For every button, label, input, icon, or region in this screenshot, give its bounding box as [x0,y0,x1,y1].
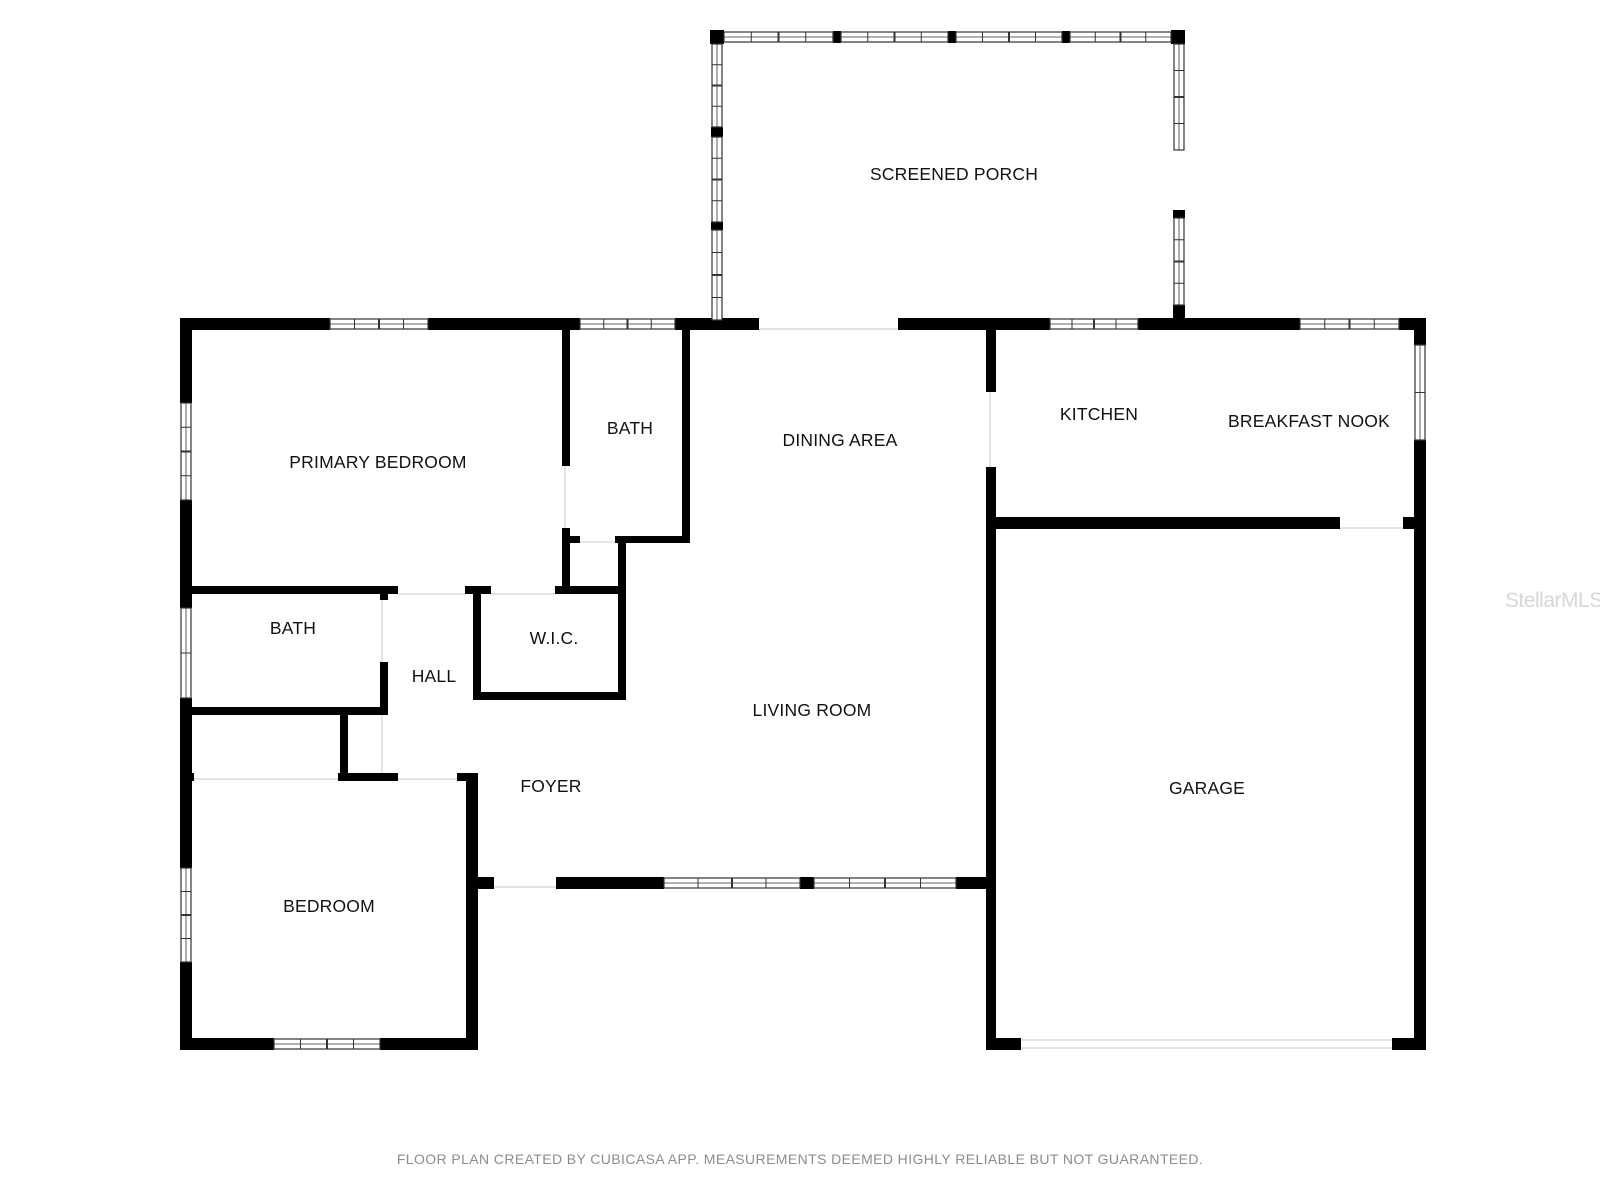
walls [180,30,1426,1050]
wall [1403,517,1415,529]
wall [956,877,992,889]
wall [1138,318,1300,330]
porch-post [711,127,723,137]
wall [986,1038,1021,1050]
openings [194,328,1403,1049]
wall [192,586,398,594]
wall [380,662,388,715]
windows [180,31,1426,1050]
wall [562,528,570,590]
wall [380,1038,478,1050]
wall [180,962,192,1050]
room-label-foyer: FOYER [520,776,581,796]
wall [340,715,348,775]
wall [986,318,996,392]
wall [380,592,388,600]
room-label-hall-bath: BATH [270,618,316,638]
wall [562,536,580,543]
wall [800,877,814,889]
wall [556,877,664,889]
wall [180,500,192,608]
porch-post [1062,31,1070,43]
wall [618,536,626,700]
wall [675,318,759,330]
room-label-breakfast-nook: BREAKFAST NOOK [1228,411,1390,431]
room-label-primary-bedroom: PRIMARY BEDROOM [289,452,466,472]
porch-post [711,222,723,230]
wall [180,318,330,330]
room-label-living-room: LIVING ROOM [753,700,872,720]
wall [473,692,626,700]
room-label-garage: GARAGE [1169,778,1245,798]
room-labels: SCREENED PORCH PRIMARY BEDROOM BATH DINI… [270,164,1390,916]
porch-post [948,31,956,43]
wall [898,318,1050,330]
wall [466,877,494,889]
porch-post [1171,30,1185,44]
wall [180,318,192,403]
wall [1414,318,1426,345]
room-label-bedroom: BEDROOM [283,896,375,916]
wall [1392,1038,1426,1050]
wall [615,536,690,543]
wall [473,586,481,700]
wall [180,698,192,868]
wall [1414,440,1426,1050]
room-label-hall: HALL [412,666,457,686]
porch-post [1173,210,1185,218]
porch-post [1173,305,1185,319]
wall [180,1038,274,1050]
wall [180,773,194,781]
room-label-wic: W.I.C. [530,628,579,648]
porch-post [710,30,724,44]
watermark-logo: StellarMLS [1505,589,1600,612]
room-label-screened-porch: SCREENED PORCH [870,164,1038,184]
wall [466,773,478,1050]
wall [192,707,388,715]
wall [682,330,690,543]
room-label-dining-area: DINING AREA [782,430,897,450]
wall [428,318,580,330]
footer-disclaimer: FLOOR PLAN CREATED BY CUBICASA APP. MEAS… [396,1151,1204,1167]
room-label-primary-bath: BATH [607,418,653,438]
wall [555,586,626,594]
wall [338,773,398,781]
wall [562,330,570,466]
wall [457,773,478,781]
porch-post [833,31,841,43]
wall [986,467,996,1050]
room-label-kitchen: KITCHEN [1060,404,1138,424]
wall [996,517,1340,529]
